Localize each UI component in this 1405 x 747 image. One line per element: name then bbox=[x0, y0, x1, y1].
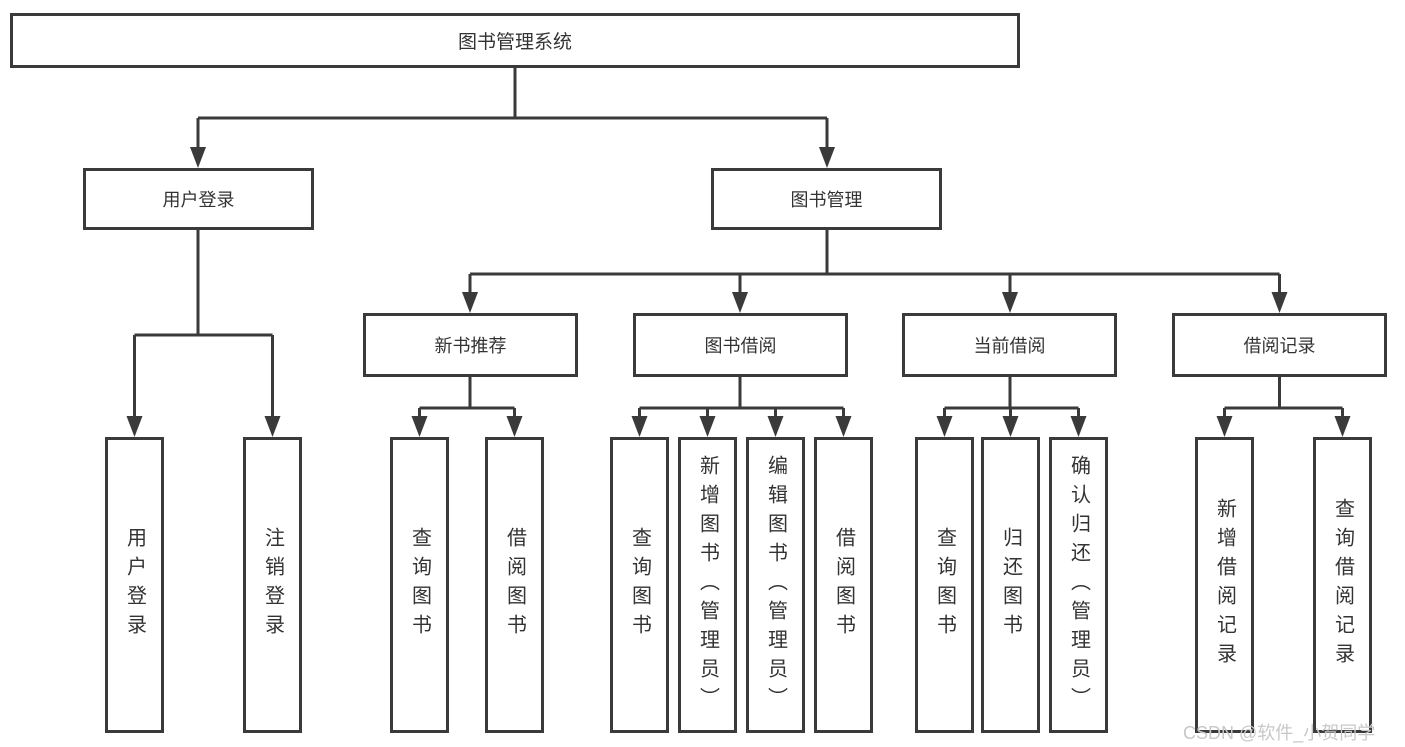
leaf-query-borrow-record-label: 查询借阅记录 bbox=[1331, 498, 1354, 672]
leaf-return-books-label: 归还图书 bbox=[999, 527, 1022, 643]
leaf-borrow-books-label: 借阅图书 bbox=[832, 527, 855, 643]
leaf-confirm-return-admin-label: 确认归还（管理员） bbox=[1067, 454, 1090, 716]
node-user-login-branch: 用户登录 bbox=[83, 168, 314, 230]
leaf-logout: 注销登录 bbox=[243, 437, 302, 733]
leaf-edit-book-admin-label: 编辑图书（管理员） bbox=[764, 454, 787, 716]
node-book-management-branch: 图书管理 bbox=[711, 168, 942, 230]
leaf-add-book-admin-label: 新增图书（管理员） bbox=[696, 454, 719, 716]
node-new-book-recommend: 新书推荐 bbox=[363, 313, 578, 377]
node-borrow-records: 借阅记录 bbox=[1172, 313, 1387, 377]
node-root: 图书管理系统 bbox=[10, 13, 1020, 68]
leaf-borrow-books-recommend-label: 借阅图书 bbox=[503, 527, 526, 643]
leaf-borrow-books-recommend: 借阅图书 bbox=[485, 437, 544, 733]
leaf-add-borrow-record: 新增借阅记录 bbox=[1195, 437, 1254, 733]
leaf-query-books-recommend: 查询图书 bbox=[390, 437, 449, 733]
leaf-logout-label: 注销登录 bbox=[261, 527, 284, 643]
connector-paths bbox=[133, 68, 1344, 420]
leaf-query-books-recommend-label: 查询图书 bbox=[408, 527, 431, 643]
node-current-borrowing: 当前借阅 bbox=[902, 313, 1117, 377]
watermark: CSDN @软件_小贺同学 bbox=[1183, 723, 1376, 743]
leaf-query-borrow-record: 查询借阅记录 bbox=[1313, 437, 1372, 733]
leaf-query-books-borrow-label: 查询图书 bbox=[628, 527, 651, 643]
node-book-borrowing: 图书借阅 bbox=[633, 313, 848, 377]
leaf-return-books: 归还图书 bbox=[981, 437, 1040, 733]
leaf-user-login: 用户登录 bbox=[105, 437, 164, 733]
leaf-add-borrow-record-label: 新增借阅记录 bbox=[1213, 498, 1236, 672]
leaf-edit-book-admin: 编辑图书（管理员） bbox=[746, 437, 805, 733]
leaf-borrow-books: 借阅图书 bbox=[814, 437, 873, 733]
leaf-add-book-admin: 新增图书（管理员） bbox=[678, 437, 737, 733]
leaf-query-books-current-label: 查询图书 bbox=[933, 527, 956, 643]
leaf-user-login-label: 用户登录 bbox=[123, 527, 146, 643]
arrowheads bbox=[126, 147, 1351, 437]
leaf-confirm-return-admin: 确认归还（管理员） bbox=[1049, 437, 1108, 733]
leaf-query-books-current: 查询图书 bbox=[915, 437, 974, 733]
leaf-query-books-borrow: 查询图书 bbox=[610, 437, 669, 733]
